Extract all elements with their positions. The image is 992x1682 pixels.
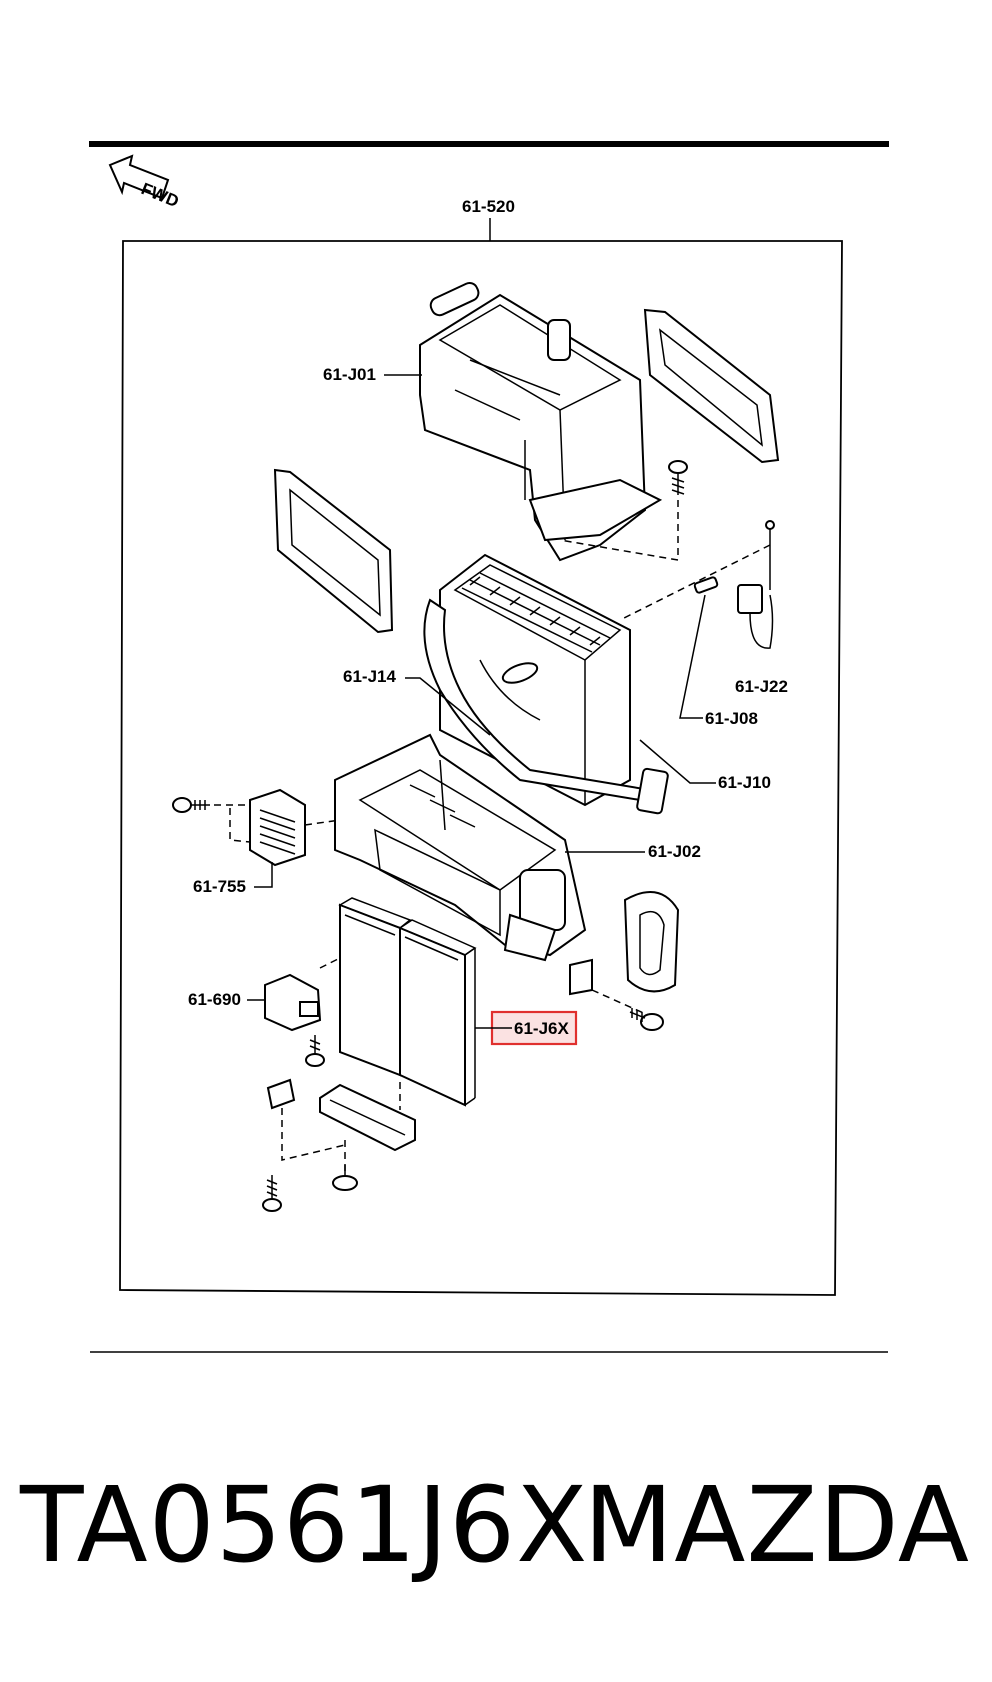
assembly-frame <box>119 240 843 1296</box>
callout-61-j01: 61-J01 <box>323 365 376 384</box>
thermistor-part <box>737 520 775 649</box>
callout-61-j6x: 61-J6X <box>514 1019 569 1038</box>
bracket-small-part <box>266 1078 296 1110</box>
screw-top-icon <box>668 460 688 495</box>
filter-lock-part <box>264 973 322 1032</box>
upper-case-part <box>419 282 663 562</box>
lower-case-part <box>334 733 587 962</box>
callout-61-690: 61-690 <box>188 990 241 1009</box>
fwd-label: FWD <box>139 179 182 211</box>
resistor-part <box>249 788 306 867</box>
callout-61-j02: 61-J02 <box>648 842 701 861</box>
callout-61-j14: 61-J14 <box>343 667 396 686</box>
part-number-caption: TA0561J6X <box>20 1464 589 1586</box>
callout-61-j10: 61-J10 <box>718 773 771 792</box>
air-filter-part <box>338 897 477 1107</box>
fwd-arrow-icon: FWD <box>108 154 182 211</box>
screw-resistor-icon <box>172 797 210 813</box>
evaporator-core-part <box>423 553 669 815</box>
top-rule <box>89 141 889 147</box>
filter-cover-part <box>319 1083 416 1152</box>
screw-lower-right-icon <box>629 1008 664 1031</box>
screw-filter-icon <box>305 1035 325 1067</box>
callout-61-j22: 61-J22 <box>735 677 788 696</box>
duct-seal-part <box>623 891 680 993</box>
assembly-label: 61-520 <box>462 197 515 216</box>
callout-61-j08: 61-J08 <box>705 709 758 728</box>
clip-part <box>693 576 719 594</box>
gasket-left-part <box>273 468 394 634</box>
wing-nut-icon <box>332 1165 358 1191</box>
brand-caption: MAZDA <box>583 1464 970 1586</box>
screw-bottom-icon <box>262 1175 282 1212</box>
parts-diagram: FWD 61-520 61-J01 <box>89 141 889 1353</box>
gasket-right-part <box>643 308 780 464</box>
bracket-part <box>569 958 593 996</box>
callout-61-755: 61-755 <box>193 877 246 896</box>
